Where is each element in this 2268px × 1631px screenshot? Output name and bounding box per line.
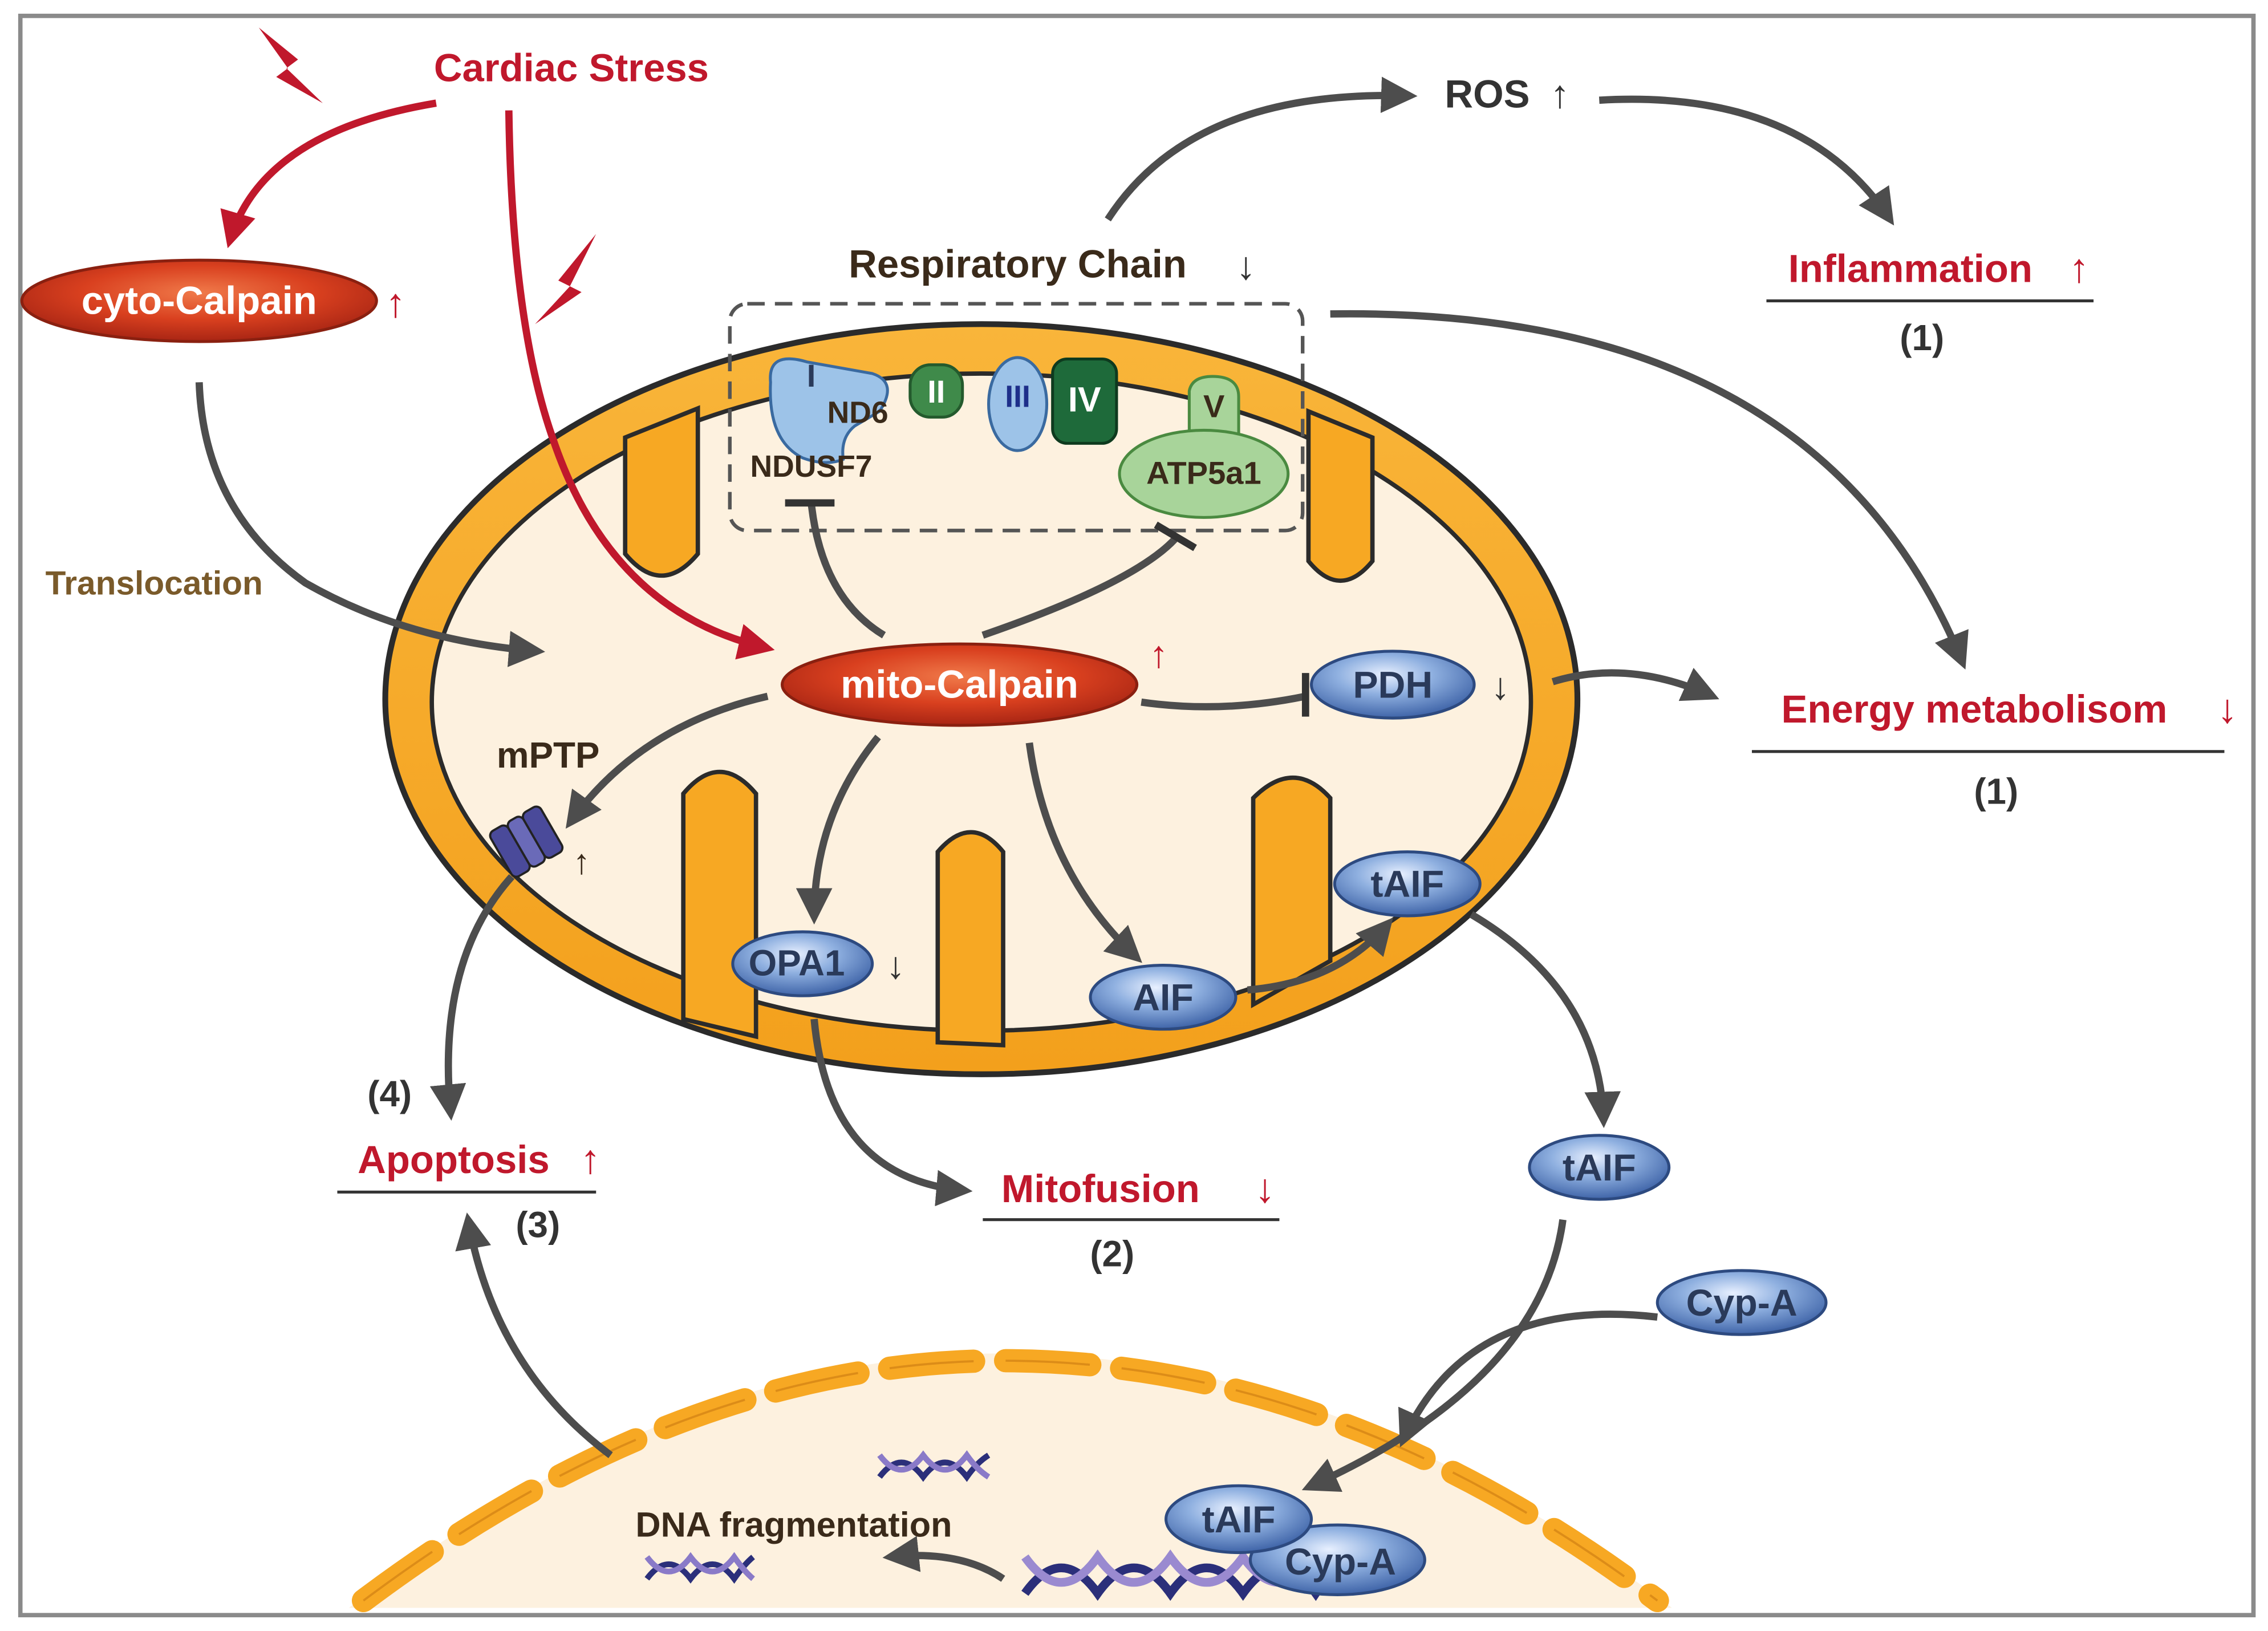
- cyp-a-nucleus-label: Cyp-A: [1285, 1541, 1396, 1583]
- apoptosis-ref3: (3): [516, 1204, 560, 1245]
- edge-respiratory-to-ros: [1105, 76, 1418, 222]
- complex-i-label: I: [807, 358, 816, 393]
- edge-calpain-to-opa1: [796, 735, 881, 925]
- dna-fragment-icon: [877, 1450, 991, 1482]
- nd6-label: ND6: [827, 396, 888, 430]
- inflammation-up-arrow: ↑: [2069, 245, 2090, 291]
- pdh-label: PDH: [1353, 664, 1433, 707]
- complex-ii-shape: [908, 363, 964, 419]
- complex-iv-label: IV: [1068, 380, 1101, 419]
- aif-node: [1089, 964, 1238, 1031]
- complex-ii-label: II: [927, 374, 945, 409]
- cyto-calpain-label: cyto-Calpain: [82, 278, 317, 322]
- nuclear-envelope-outline: [363, 1360, 1658, 1602]
- edge-pdh-to-energy: [1551, 668, 1719, 701]
- taif-nucleus-node: [1165, 1484, 1313, 1555]
- edge-calpain-inhibits-ndusf7: [808, 502, 886, 639]
- inflammation-ref: (1): [1900, 317, 1944, 358]
- opa1-label: OPA1: [749, 942, 845, 983]
- translocation-label: Translocation: [46, 565, 263, 602]
- mptp-channel-icon: [489, 805, 564, 878]
- edge-calpain-inhibits-atp5a1: [981, 537, 1178, 639]
- aif-label: AIF: [1133, 977, 1194, 1019]
- taif-outer-node: [1528, 1134, 1671, 1201]
- apoptosis-up-arrow: ↑: [580, 1137, 601, 1182]
- atp5a1-shape: [1118, 428, 1290, 519]
- respiratory-chain-box: [728, 302, 1305, 533]
- energy-metabolism-down-arrow: ↓: [2217, 686, 2238, 732]
- taif-inner-node: [1333, 850, 1482, 918]
- ros-up-arrow: ↑: [1550, 72, 1569, 116]
- edge-taif-to-cytosol: [1469, 911, 1621, 1129]
- crista-bottom-2: [935, 830, 1005, 1048]
- complex-i-shape: [769, 357, 889, 464]
- crista-top-1: [623, 405, 700, 578]
- inhibition-bar: [1154, 521, 1197, 551]
- edge-aif-to-taif: [1247, 917, 1393, 994]
- mitofusion-label: Mitofusion: [1001, 1167, 1200, 1211]
- apoptosis-label: Apoptosis: [358, 1138, 549, 1182]
- edge-opa1-to-mitofusion: [810, 1019, 973, 1207]
- ndusf7-label: NDUSF7: [750, 450, 872, 484]
- energy-metabolism-ref: (1): [1974, 771, 2018, 812]
- apoptosis-ref4: (4): [367, 1073, 412, 1114]
- inflammation-label: Inflammation: [1788, 246, 2032, 290]
- complex-iii-shape: [987, 356, 1049, 452]
- mptp-up-arrow: ↑: [573, 842, 590, 881]
- edge-calpain-inhibits-pdh: [1141, 692, 1307, 711]
- edge-dna-to-fragmentation: [882, 1536, 1005, 1582]
- respiratory-chain-down-arrow: ↓: [1236, 244, 1256, 287]
- opa1-down-arrow: ↓: [886, 945, 905, 987]
- edge-respiratory-to-energy: [1330, 310, 1969, 670]
- complex-iii-label: III: [1005, 380, 1030, 414]
- edge-cyto-to-mito-translocation: [195, 382, 545, 667]
- pdh-down-arrow: ↓: [1491, 666, 1510, 708]
- edge-fragmentation-to-apoptosis: [455, 1212, 613, 1458]
- atp5a1-label: ATP5a1: [1146, 455, 1261, 491]
- edge-calpain-to-aif: [1025, 742, 1142, 963]
- mito-calpain-up-arrow: ↑: [1149, 634, 1168, 676]
- edge-ros-to-inflammation: [1598, 95, 1894, 226]
- mitofusion-down-arrow: ↓: [1255, 1166, 1275, 1211]
- edge-calpain-to-mptp: [565, 692, 769, 829]
- opa1-node: [731, 930, 874, 997]
- lightning-bolt-icon: [535, 234, 597, 324]
- mptp-label: mPTP: [497, 735, 600, 776]
- crista-bottom-3: [1251, 775, 1333, 1008]
- edge-stress-to-cyto-calpain: [220, 99, 437, 249]
- respiratory-chain-label: Respiratory Chain: [849, 242, 1187, 286]
- cyto-calpain-up-arrow: ↑: [386, 281, 406, 326]
- crista-top-2: [1306, 408, 1375, 583]
- edge-cypa-to-nucleus: [1398, 1311, 1658, 1447]
- cyp-a-label: Cyp-A: [1686, 1282, 1798, 1324]
- energy-metabolism-label: Energy metabolisom: [1782, 687, 2168, 731]
- ros-label: ROS: [1445, 72, 1529, 116]
- dna-fragmentation-label: DNA fragmentation: [635, 1505, 952, 1544]
- crista-bottom-1: [681, 769, 758, 1040]
- mitofusion-ref: (2): [1090, 1233, 1134, 1274]
- dna-fragment-icon: [644, 1552, 755, 1584]
- taif-nucleus-label: tAIF: [1202, 1499, 1276, 1541]
- edge-mptp-to-apoptosis: [429, 874, 515, 1121]
- cyto-calpain-node: [20, 258, 378, 343]
- complex-v-stalk: [1187, 375, 1240, 439]
- cardiac-stress-label: Cardiac Stress: [434, 46, 709, 90]
- lightning-bolt-icon: [258, 27, 323, 103]
- cyp-a-node: [1656, 1269, 1828, 1336]
- pdh-node: [1309, 650, 1476, 720]
- mito-calpain-node: [781, 642, 1139, 727]
- edge-stress-to-mito-calpain: [505, 110, 775, 660]
- taif-outer-label: tAIF: [1563, 1147, 1636, 1189]
- complex-iv-shape: [1051, 357, 1118, 445]
- edge-taif-to-nucleus: [1301, 1219, 1567, 1492]
- complex-v-label: V: [1203, 388, 1225, 424]
- taif-inner-label: tAIF: [1370, 863, 1444, 906]
- mito-calpain-label: mito-Calpain: [841, 663, 1078, 707]
